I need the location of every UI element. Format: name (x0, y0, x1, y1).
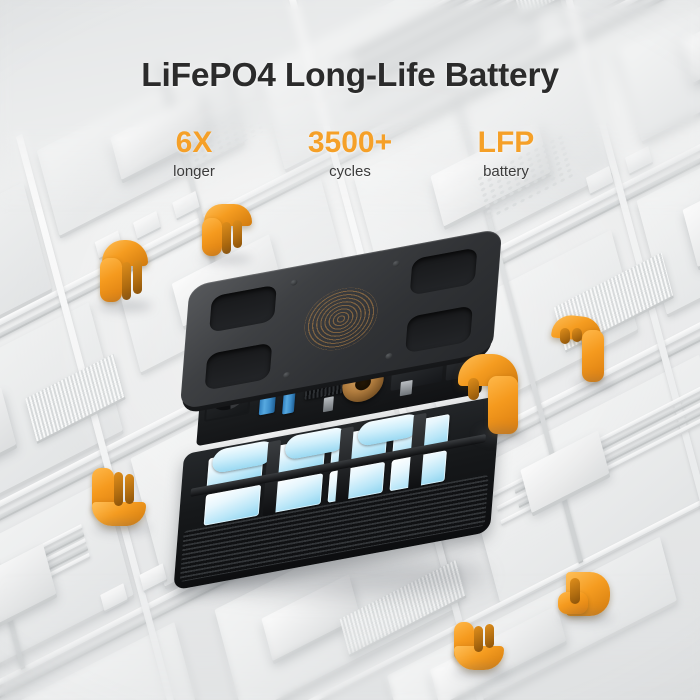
corner-bumper-bottom-center (452, 618, 514, 680)
stat-battery: LFP battery (451, 126, 561, 180)
corner-bumper-left-lower (90, 466, 160, 538)
stat-group: 6X longer 3500+ cycles LFP battery (0, 126, 700, 180)
stat-longer-value: 6X (175, 126, 213, 159)
corner-bumper-top-left (96, 240, 158, 312)
stat-cycles-value: 3500+ (307, 126, 393, 159)
corner-bumper-center-right (450, 354, 532, 441)
stat-battery-label: battery (483, 162, 529, 180)
depth-of-field-top (0, 0, 700, 215)
stat-longer-label: longer (173, 162, 215, 180)
stat-battery-value: LFP (477, 126, 535, 159)
stat-cycles-label: cycles (329, 162, 371, 180)
page-title: LiFePO4 Long-Life Battery (141, 57, 559, 94)
stat-cycles: 3500+ cycles (295, 126, 405, 180)
corner-bumper-right-upper (550, 312, 620, 389)
stat-longer: 6X longer (139, 126, 249, 180)
corner-bumper-bottom-right (556, 572, 618, 634)
corner-bumper-top-center (200, 204, 258, 264)
